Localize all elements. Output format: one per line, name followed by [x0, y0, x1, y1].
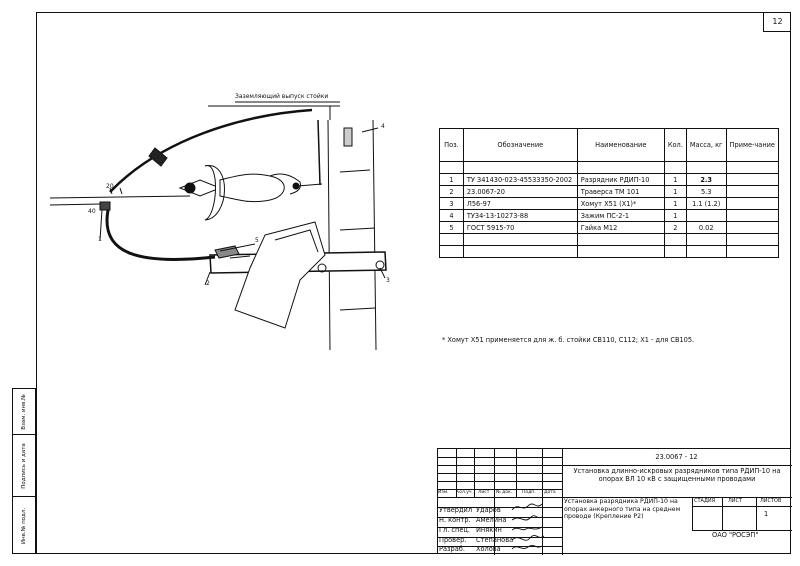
specification-table: Поз. Обозначение Наименование Кол. Масса…	[439, 128, 780, 258]
cell-code: Л56-97	[462, 197, 578, 210]
sheet-header: ЛИСТ	[728, 498, 743, 504]
callout-20: 20	[106, 183, 114, 190]
cell-pos: 4	[439, 209, 464, 222]
role-approved: Утвердил	[439, 506, 473, 514]
ground-outlet-label: Заземляющий выпуск стойки	[235, 93, 329, 100]
side-stamp: Взам. инв.№ Подпись и дата Инв.№ подл.	[12, 388, 36, 554]
callout-2: 2	[206, 280, 210, 287]
col-sheet: Лист	[478, 490, 490, 495]
cell-pos: 5	[439, 221, 464, 234]
cell-qty: 1	[663, 209, 687, 222]
cell-mass: 1.1 (1.2)	[685, 197, 727, 210]
name-checked: Степанова	[476, 536, 514, 544]
installation-drawing	[49, 101, 387, 351]
signature-mark	[511, 544, 543, 550]
stage-header: СТАДИЯ	[694, 498, 716, 504]
cell-name: Зажим ПС-2-1	[576, 209, 665, 222]
signatures	[511, 503, 545, 550]
cell-qty: 1	[663, 185, 687, 198]
cell-code: ГОСТ 5915-70	[462, 221, 578, 234]
callout-1: 1	[98, 236, 102, 243]
sheet-number: 12	[763, 12, 791, 32]
col-count: Кол.уч	[456, 490, 472, 495]
col-sign: Подп.	[522, 490, 536, 495]
col-mass: Масса, кг	[685, 128, 727, 162]
table-row: 3 Л56-97 Хомут Х51 (Х1)* 1 1.1 (1.2)	[439, 197, 780, 210]
callout-3: 3	[386, 277, 390, 284]
cell-name: Хомут Х51 (Х1)*	[576, 197, 665, 210]
title-block	[437, 448, 792, 555]
table-row	[439, 233, 780, 246]
cell-name: Траверса ТМ 101	[576, 185, 665, 198]
table-row	[439, 245, 780, 258]
doc-title: Установка длинно-искровых разрядников ти…	[573, 467, 781, 483]
callout-40: 40	[88, 208, 96, 215]
ground-lead	[105, 209, 216, 261]
cell-note	[725, 197, 780, 210]
cell-pos: 3	[439, 197, 464, 210]
role-checked: Провер.	[439, 536, 467, 544]
side-cell-inventory: Инв.№ подл.	[13, 496, 35, 554]
sheets-count: 1	[764, 510, 769, 518]
side-cell-signature-label: Подпись и дата	[21, 442, 27, 489]
drawing-frame	[36, 12, 791, 554]
side-cell-signature: Подпись и дата	[13, 434, 35, 496]
signature-mark	[511, 534, 545, 541]
cell-qty: 1	[663, 173, 687, 186]
sheets-header: ЛИСТОВ	[760, 498, 782, 504]
cell-mass: 5.3	[685, 185, 727, 198]
cell-mass	[685, 209, 727, 222]
organization: ОАО "РОСЭП"	[712, 531, 759, 539]
col-docno: № док.	[496, 490, 513, 495]
name-developed: Холова	[476, 545, 501, 553]
cell-note	[725, 221, 780, 234]
cell-code: ТУ 341430-023-45533350-2002	[462, 173, 578, 186]
signature-mark	[511, 515, 543, 521]
arc-cable	[109, 108, 313, 193]
side-cell-replace: Взам. инв.№	[13, 389, 35, 434]
table-header-row: Поз. Обозначение Наименование Кол. Масса…	[439, 128, 780, 162]
name-approved: Ударов	[476, 506, 501, 514]
col-name: Наименование	[576, 128, 665, 162]
signature-mark	[511, 503, 543, 511]
overhead-wire	[49, 195, 191, 199]
table-row: 1 ТУ 341430-023-45533350-2002 Разрядник …	[439, 173, 780, 186]
cell-note	[725, 185, 780, 198]
cell-qty: 2	[663, 221, 687, 234]
footnote: * Хомут Х51 применяется для ж. б. стойки…	[442, 336, 695, 344]
callout-5: 5	[255, 237, 259, 244]
cell-note	[725, 209, 780, 222]
signature-mark	[511, 526, 543, 531]
cell-mass: 2.3	[685, 173, 727, 186]
cell-note	[725, 173, 780, 186]
role-developed: Разраб.	[439, 545, 465, 553]
cell-name: Гайка М12	[576, 221, 665, 234]
col-date: Дата	[544, 490, 556, 495]
role-norm-control: Н. контр.	[439, 516, 471, 524]
col-qty: Кол.	[663, 128, 687, 162]
role-chief-specialist: Гл. спец.	[439, 526, 471, 534]
cell-pos: 1	[439, 173, 464, 186]
table-row: 5 ГОСТ 5915-70 Гайка М12 2 0.02	[439, 221, 780, 234]
name-chief-specialist: Инякин	[476, 526, 502, 534]
side-cell-replace-label: Взам. инв.№	[21, 393, 27, 430]
name-norm-control: Амелина	[476, 516, 507, 524]
doc-code: 23.0067 - 12	[655, 453, 698, 461]
side-cell-inventory-label: Инв.№ подл.	[21, 507, 27, 544]
col-pos: Поз.	[439, 128, 464, 162]
col-code: Обозначение	[462, 128, 578, 162]
cell-mass: 0.02	[685, 221, 727, 234]
table-row: 4 ТУ34-13-10273-88 Зажим ПС-2-1 1	[439, 209, 780, 222]
cell-qty: 1	[663, 197, 687, 210]
cell-pos: 2	[439, 185, 464, 198]
table-row	[439, 161, 780, 174]
cell-code: 23.0067-20	[462, 185, 578, 198]
cell-code: ТУ34-13-10273-88	[462, 209, 578, 222]
col-change: Изм.	[438, 490, 449, 495]
sheet-title: Установка разрядника РДИП-10 на опорах а…	[564, 498, 681, 520]
table-row: 2 23.0067-20 Траверса ТМ 101 1 5.3	[439, 185, 780, 198]
callout-4: 4	[381, 123, 385, 130]
cell-name: Разрядник РДИП-10	[576, 173, 665, 186]
col-note: Приме-чание	[725, 128, 780, 162]
